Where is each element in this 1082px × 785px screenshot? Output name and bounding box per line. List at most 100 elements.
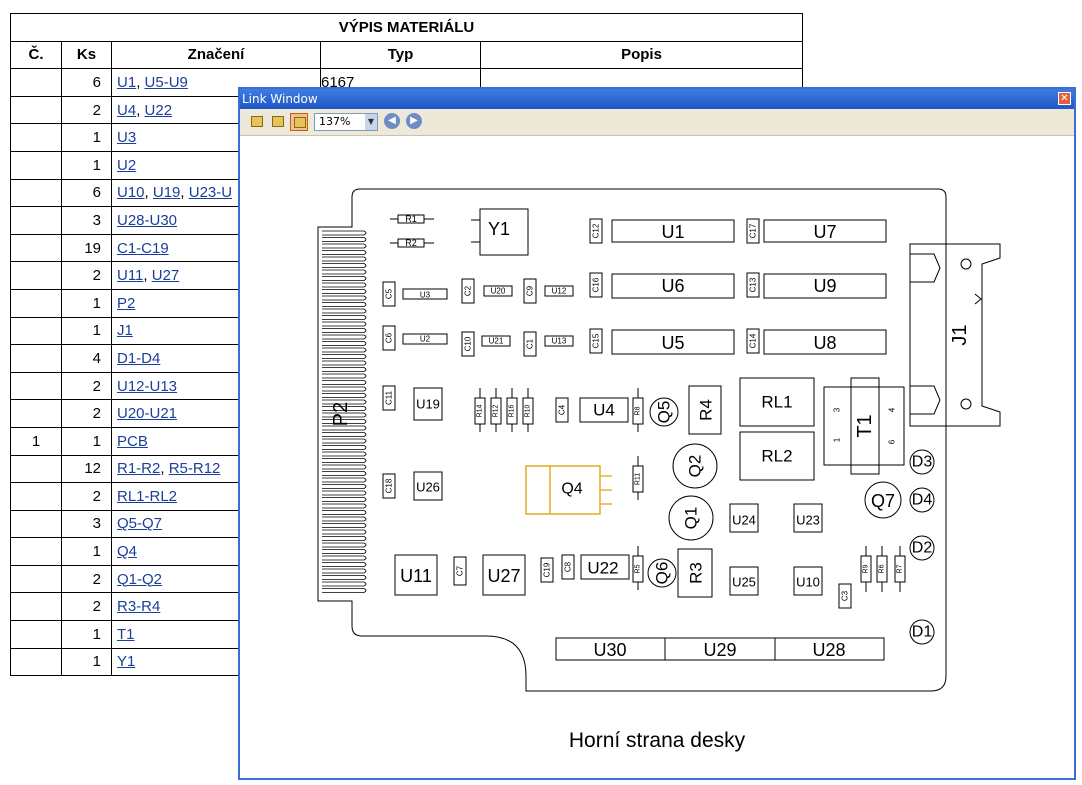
designator-link[interactable]: U20-U21 [117,405,178,423]
label-u1: U1 [661,222,684,242]
designator-link[interactable]: PCB [117,432,148,450]
label-q5: Q5 [655,401,674,424]
designator-link[interactable]: J1 [117,322,133,340]
c15-capacitor [589,328,603,354]
u20-package [483,285,513,297]
designator-link[interactable]: U1 [117,73,137,91]
label-u22: U22 [587,559,618,578]
label-u12: U12 [552,287,567,296]
link-window[interactable]: Link Window ✕ 137% ▼ ◀ ▶ [238,87,1076,780]
edge-connector-fingers [322,230,367,593]
designator-link[interactable]: RL1-RL2 [117,487,178,505]
designator-link[interactable]: R5-R12 [168,460,221,478]
window-toolbar: 137% ▼ ◀ ▶ [240,109,1074,136]
label-c7: C7 [456,565,465,576]
connector-finger [322,230,367,236]
cell-quantity: 2 [61,564,112,594]
designator-link[interactable]: U28-U30 [117,211,178,229]
rl2-relay [739,431,815,481]
u1-package [611,219,735,243]
designator-link[interactable]: T1 [117,625,135,643]
label-c8: C8 [564,561,573,572]
designator-link[interactable]: P2 [117,294,136,312]
designator-link[interactable]: Y1 [117,653,136,671]
connector-finger [322,315,367,320]
designator-link[interactable]: Q5-Q7 [117,515,163,533]
designator-link[interactable]: U2 [117,156,137,174]
chevron-down-icon[interactable]: ▼ [365,114,377,130]
label-u25: U25 [732,575,756,590]
zoom-select[interactable]: 137% ▼ [314,113,378,131]
cell-number [10,178,62,208]
designator-link[interactable]: U11 [117,267,144,285]
c6-capacitor [382,325,396,351]
connector-finger [322,367,367,372]
designator-link[interactable]: C1-C19 [117,239,169,257]
connector-finger [322,575,367,580]
designator-link[interactable]: Q1-Q2 [117,570,163,588]
designator-link[interactable]: U22 [144,101,173,119]
label-q6: Q6 [653,562,672,585]
label-c12: C12 [592,223,601,238]
u19-package [413,387,443,421]
back-button[interactable]: ◀ [384,113,400,129]
connector-finger [322,328,367,333]
designator-link[interactable]: U19 [152,184,181,202]
label-u10: U10 [796,575,820,590]
image-view-button[interactable] [290,113,308,131]
c1-capacitor [523,331,537,357]
c7-capacitor [453,556,467,586]
label-d1: D1 [912,624,933,641]
window-titlebar[interactable]: Link Window ✕ [240,89,1074,109]
u8-package [763,329,887,355]
connector-finger [322,477,367,483]
cell-number [10,150,62,180]
column-header-number: Č. [10,40,62,70]
label-u7: U7 [813,222,836,242]
connector-finger [322,549,367,554]
c3-capacitor [838,583,852,609]
close-button[interactable]: ✕ [1058,92,1071,105]
label-t1-pin4: 4 [888,407,897,412]
c4-capacitor [555,397,569,423]
designator-link[interactable]: U23-U [188,184,233,202]
cell-quantity: 3 [61,206,112,235]
designator-link[interactable]: U12-U13 [117,377,178,395]
designator-link[interactable]: U5-U9 [144,73,188,91]
designator-link[interactable]: U4 [117,101,137,119]
connector-finger [322,432,367,437]
label-r3: R3 [687,562,706,584]
label-c19: C19 [543,562,552,577]
cell-number [10,647,62,677]
label-t1-pin3: 3 [833,407,842,412]
separator: , [160,460,169,478]
designator-link[interactable]: R1-R2 [117,460,161,478]
open-folder-button[interactable] [248,113,266,131]
designator-link[interactable]: U3 [117,129,137,147]
d4-diode [909,487,935,513]
label-c13: C13 [749,277,758,292]
label-u24: U24 [732,513,756,528]
separator: , [144,184,153,202]
c2-capacitor [461,278,475,304]
q1-transistor [668,495,714,541]
label-c11: C11 [385,390,394,405]
designator-link[interactable]: R3-R4 [117,598,161,616]
separator: , [136,73,145,91]
page-view-button[interactable] [269,113,287,131]
cell-quantity: 2 [61,399,112,428]
cell-quantity: 3 [61,509,112,539]
d1-diode [909,619,935,645]
connector-finger [322,471,367,476]
forward-button[interactable]: ▶ [406,113,422,129]
label-u8: U8 [813,333,836,353]
label-r12: R12 [493,404,500,417]
designator-link[interactable]: Q4 [117,543,138,561]
connector-finger [322,237,367,242]
designator-link[interactable]: U27 [151,267,180,285]
q2-transistor [672,443,718,489]
designator-link[interactable]: U10 [117,184,145,202]
label-r9: R9 [863,564,870,573]
pcb-layout-drawing: Y1 R1 R2 U1 U7 U6 U9 U5 U8 C12 C17 C16 C… [317,188,1001,692]
designator-link[interactable]: D1-D4 [117,349,161,367]
